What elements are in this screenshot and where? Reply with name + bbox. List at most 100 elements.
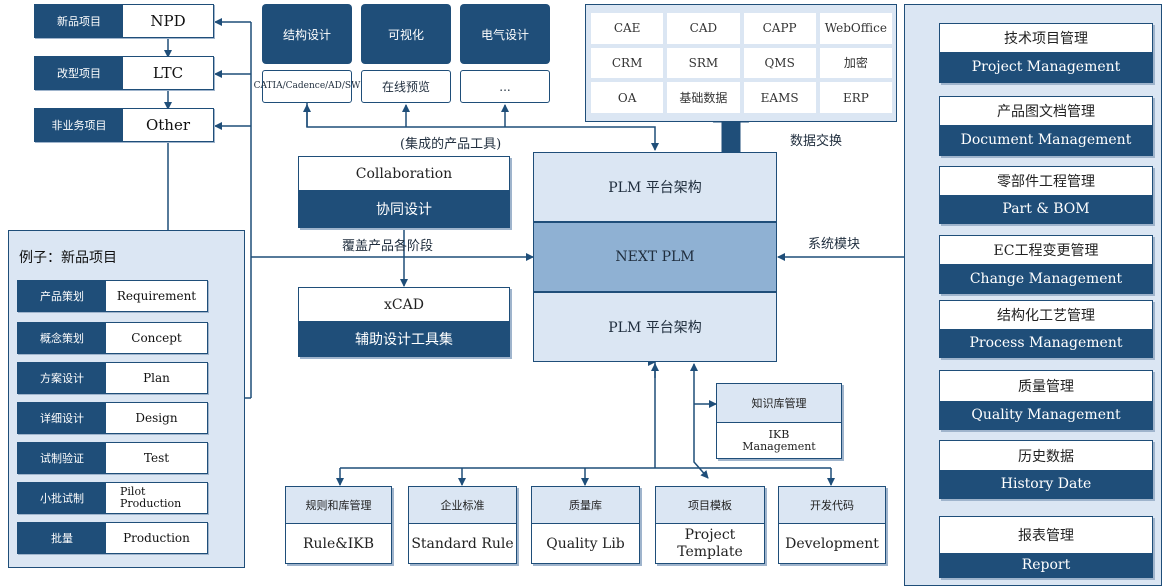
tool-electrical-design-sub: ... [460,70,550,103]
system-eams[interactable]: EAMS [743,82,816,113]
stage-name: Plan [106,363,207,393]
module-part-bom[interactable]: 零部件工程管理 Part & BOM [939,166,1153,224]
stage-test[interactable]: 试制验证 Test [17,442,208,474]
integrated-tools-label: (集成的产品工具) [400,137,502,152]
foundation-development[interactable]: 开发代码 Development [778,486,886,564]
stage-label: 概念策划 [18,323,106,353]
module-quality-management[interactable]: 质量管理 Quality Management [939,370,1153,430]
tool-visualization[interactable]: 可视化 [361,4,451,64]
system-encryption[interactable]: 加密 [819,47,892,79]
foundation-label: 项目模板 [656,487,764,523]
knowledge-base-subtitle: IKB Management [717,422,841,458]
tool-structural-design-sub: CATIA/Cadence/AD/SW [254,70,360,103]
module-process-management[interactable]: 结构化工艺管理 Process Management [939,300,1153,358]
module-document-management[interactable]: 产品图文档管理 Document Management [939,96,1153,156]
module-label: 产品图文档管理 [940,97,1152,125]
knowledge-base-box[interactable]: 知识库管理 IKB Management [716,383,842,459]
foundation-quality-lib[interactable]: 质量库 Quality Lib [531,486,640,564]
module-name: Quality Management [940,401,1152,429]
module-project-management[interactable]: 技术项目管理 Project Management [939,23,1153,83]
project-type-other[interactable]: 非业务项目 Other [34,108,214,142]
stage-requirement[interactable]: 产品策划 Requirement [17,280,208,312]
tool-structural-design[interactable]: 结构设计 [262,4,352,64]
system-base-data[interactable]: 基础数据 [667,82,740,113]
stage-production[interactable]: 批量 Production [17,522,208,554]
project-type-npd[interactable]: 新品项目 NPD [34,4,214,38]
xcad-box[interactable]: xCAD 辅助设计工具集 [298,287,510,357]
project-type-label: 非业务项目 [35,109,123,141]
system-cad[interactable]: CAD [667,13,740,44]
module-label: 质量管理 [940,371,1152,401]
cover-stages-label: 覆盖产品各阶段 [342,239,434,254]
stage-name: Test [106,443,207,473]
collaboration-title: Collaboration [299,157,509,190]
stage-label: 产品策划 [18,281,106,311]
system-modules-label: 系统模块 [808,237,861,252]
project-type-label: 新品项目 [35,5,123,37]
foundation-label: 质量库 [532,487,639,523]
foundation-standard-rule[interactable]: 企业标准 Standard Rule [408,486,517,564]
plm-platform-top[interactable]: PLM 平台架构 [533,152,777,222]
example-title: 例子：新品项目 [19,250,117,266]
next-plm[interactable]: NEXT PLM [533,222,777,292]
foundation-name: Standard Rule [409,523,516,563]
stage-label: 详细设计 [18,403,106,433]
module-name: History Date [940,470,1152,498]
foundation-project-template[interactable]: 项目模板 Project Template [655,486,765,564]
stage-label: 小批试制 [18,483,106,513]
module-name: Report [940,553,1152,577]
stage-name: Pilot Production [106,483,207,513]
stage-name: Design [106,403,207,433]
system-cae[interactable]: CAE [591,13,664,44]
project-type-name: Other [123,109,213,141]
collaboration-box[interactable]: Collaboration 协同设计 [298,156,510,228]
foundation-label: 企业标准 [409,487,516,523]
foundation-name: Project Template [656,523,764,563]
system-qms[interactable]: QMS [743,47,816,79]
system-weboffice[interactable]: WebOffice [819,13,892,44]
module-name: Part & BOM [940,195,1152,223]
module-report[interactable]: 报表管理 Report [939,516,1153,578]
module-name: Process Management [940,329,1152,357]
module-history-date[interactable]: 历史数据 History Date [939,440,1153,499]
stage-label: 方案设计 [18,363,106,393]
module-label: EC工程变更管理 [940,236,1152,264]
foundation-name: Rule&IKB [286,523,391,563]
data-exchange-label: 数据交换 [790,134,843,149]
module-label: 结构化工艺管理 [940,301,1152,329]
stage-plan[interactable]: 方案设计 Plan [17,362,208,394]
system-srm[interactable]: SRM [667,47,740,79]
project-type-name: LTC [123,57,213,89]
stage-design[interactable]: 详细设计 Design [17,402,208,434]
project-type-ltc[interactable]: 改型项目 LTC [34,56,214,90]
module-change-management[interactable]: EC工程变更管理 Change Management [939,235,1153,294]
xcad-subtitle: 辅助设计工具集 [299,321,509,356]
tool-electrical-design[interactable]: 电气设计 [460,4,550,64]
module-name: Document Management [940,125,1152,155]
stage-pilot-production[interactable]: 小批试制 Pilot Production [17,482,208,514]
foundation-name: Quality Lib [532,523,639,563]
stage-label: 批量 [18,523,106,553]
systems-panel: CAE CAD CAPP WebOffice CRM SRM QMS 加密 OA… [585,4,897,122]
plm-platform-bottom[interactable]: PLM 平台架构 [533,292,777,362]
system-crm[interactable]: CRM [591,47,664,79]
system-oa[interactable]: OA [591,82,664,113]
project-type-name: NPD [123,5,213,37]
stage-name: Requirement [106,281,207,311]
collaboration-subtitle: 协同设计 [299,190,509,227]
stage-concept[interactable]: 概念策划 Concept [17,322,208,354]
foundation-name: Development [779,523,885,563]
knowledge-base-title: 知识库管理 [717,384,841,422]
tool-visualization-sub: 在线预览 [361,70,451,103]
system-erp[interactable]: ERP [819,82,892,113]
stage-label: 试制验证 [18,443,106,473]
system-capp[interactable]: CAPP [743,13,816,44]
module-label: 历史数据 [940,441,1152,470]
module-label: 报表管理 [940,517,1152,553]
xcad-title: xCAD [299,288,509,321]
module-label: 零部件工程管理 [940,167,1152,195]
foundation-rule-ikb[interactable]: 规则和库管理 Rule&IKB [285,486,392,564]
stage-name: Production [106,523,207,553]
project-type-label: 改型项目 [35,57,123,89]
module-label: 技术项目管理 [940,24,1152,52]
